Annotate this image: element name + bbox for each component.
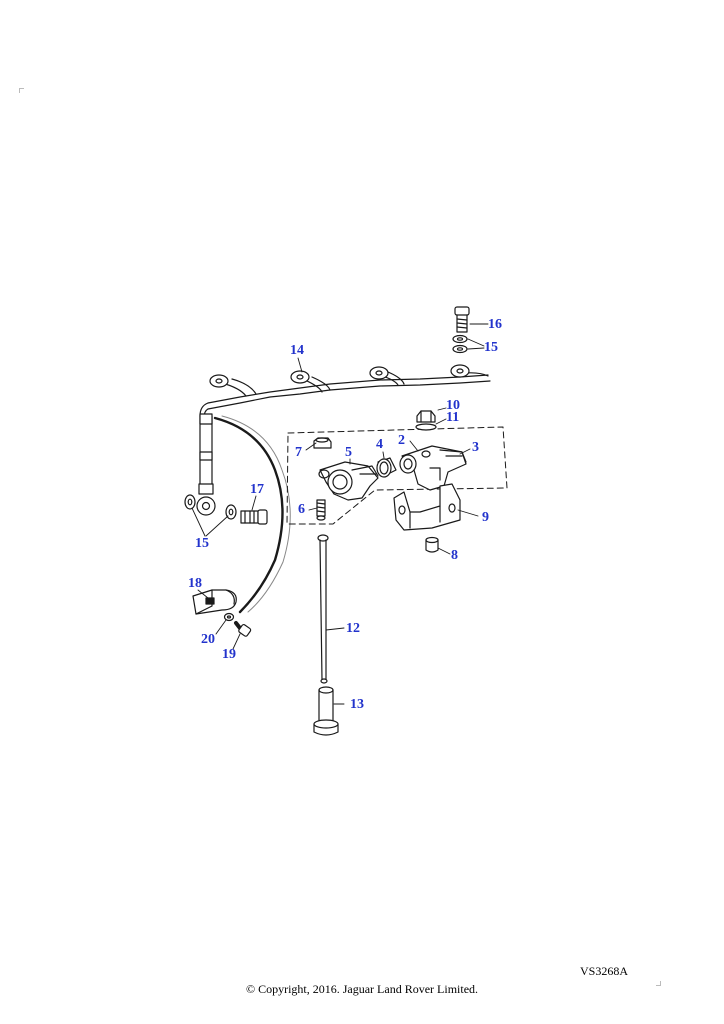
rocker-5 (318, 461, 379, 501)
callout-9: 9 (482, 510, 489, 525)
callout-17: 17 (250, 482, 264, 497)
callout-8: 8 (451, 548, 458, 563)
callout-10: 10 (446, 398, 460, 413)
callout-11: 11 (446, 410, 460, 425)
clip-18 (192, 589, 237, 615)
flexible-hose (213, 415, 291, 614)
washer-11 (415, 423, 437, 431)
callout-2: 2 (398, 433, 405, 448)
callout-15-upper: 15 (484, 340, 498, 355)
corner-mark-top-left (19, 88, 24, 93)
callout-16: 16 (488, 317, 502, 332)
figure-reference-code: VS3268A (580, 964, 629, 978)
callout-19: 19 (222, 647, 236, 662)
banjo-bolt-17 (240, 509, 268, 525)
callout-20: 20 (201, 632, 215, 647)
pedestal-bracket-9 (393, 483, 461, 531)
callout-5: 5 (345, 445, 352, 460)
subassembly-boundary (286, 426, 508, 525)
adjusting-screw-6 (316, 499, 326, 521)
dowel-8 (425, 536, 439, 553)
callout-18: 18 (188, 576, 202, 591)
bush-4 (376, 457, 397, 478)
tappet-13 (313, 686, 339, 736)
copyright-notice: © Copyright, 2016. Jaguar Land Rover Lim… (245, 982, 479, 996)
washer-20 (223, 612, 235, 622)
leader-lines (191, 323, 489, 705)
callout-4: 4 (376, 437, 383, 452)
washers-15-upper (452, 334, 468, 354)
callout-14: 14 (290, 343, 304, 358)
callout-12: 12 (346, 621, 360, 636)
corner-mark-bottom-right (656, 981, 661, 986)
washers-15-lower (184, 494, 237, 520)
bolt-19 (234, 621, 252, 637)
push-rod-12 (317, 534, 329, 684)
callout-15-lower: 15 (195, 536, 209, 551)
callout-7: 7 (295, 445, 302, 460)
oil-pipe-14 (196, 364, 491, 516)
callout-3: 3 (472, 440, 479, 455)
callout-6: 6 (298, 502, 305, 517)
nut-7 (313, 437, 332, 449)
rocker-shaft-assembly-2-3 (399, 445, 467, 491)
callout-13: 13 (350, 697, 364, 712)
nut-10 (416, 410, 436, 423)
bolt-16 (454, 306, 470, 333)
